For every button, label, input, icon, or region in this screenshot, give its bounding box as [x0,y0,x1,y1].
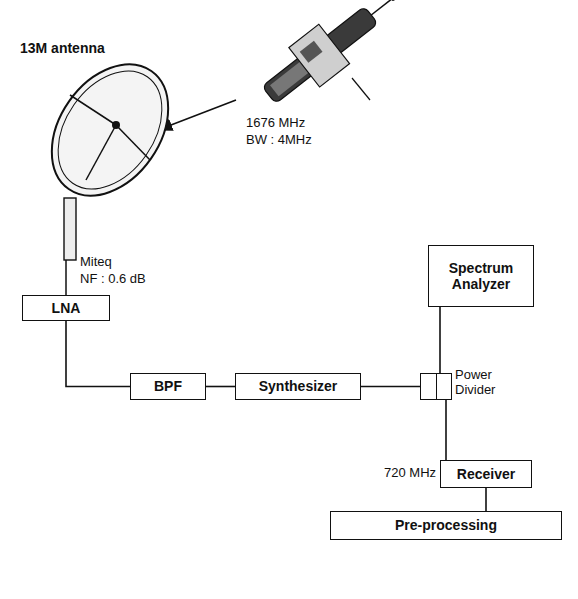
box-label: BPF [154,378,182,394]
box-label: Synthesizer [259,378,338,394]
signal-line [361,386,420,388]
signal-line [439,307,441,373]
antenna-dish [28,42,193,295]
noise-figure-label: NF : 0.6 dB [80,272,146,287]
signal-line [445,400,447,460]
signal-line [485,488,487,511]
frequency-label: 1676 MHz [246,116,305,131]
receiver-box: Receiver [440,460,532,488]
frequency-label: 720 MHz [384,466,436,481]
signal-line [66,321,130,387]
analyzer-box: Spectrum Analyzer [428,245,534,307]
divider-label: Power Divider [455,368,511,398]
signal-line [206,386,235,388]
box-label: Pre-processing [395,517,497,533]
power-divider: Power Divider [420,373,452,400]
processing-box: Pre-processing [330,511,562,540]
antenna-label: 13M antenna [20,40,105,56]
box-label: Spectrum Analyzer [441,260,521,292]
satellite [253,0,411,115]
synthesizer-box: Synthesizer [235,373,361,400]
amplifier-box: LNA [22,295,110,321]
vendor-label: Miteq [80,255,112,270]
bandwidth-label: BW : 4MHz [246,133,312,148]
divider-inner-line [436,374,437,399]
filter-box: BPF [130,373,206,400]
box-label: LNA [52,300,81,316]
box-label: Receiver [457,466,515,482]
